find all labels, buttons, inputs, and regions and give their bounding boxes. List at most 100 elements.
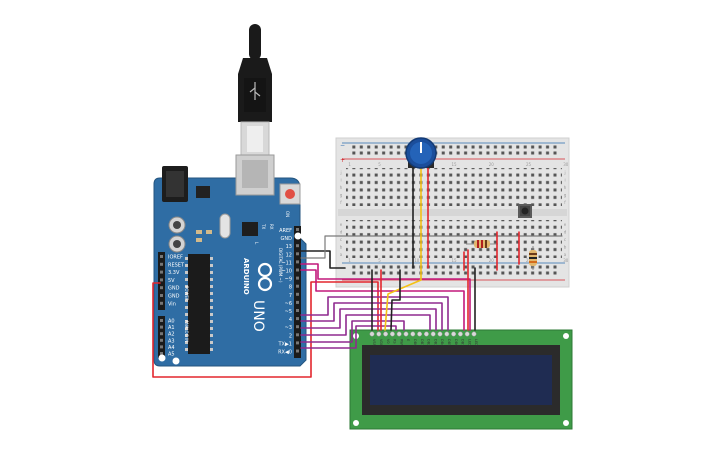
breadboard-column-label: 20 bbox=[489, 258, 495, 263]
breadboard-column-label: 1 bbox=[348, 162, 351, 167]
breadboard-row-label: i bbox=[340, 177, 341, 182]
lcd-pin[interactable] bbox=[423, 331, 429, 337]
header-pin[interactable] bbox=[296, 333, 299, 337]
lcd-pin[interactable] bbox=[369, 331, 375, 337]
lcd-pin-label: DB4 bbox=[440, 339, 444, 347]
lcd-pin[interactable] bbox=[410, 331, 416, 337]
arduino-brand: ARDUINO bbox=[242, 258, 250, 295]
header-pin[interactable] bbox=[296, 325, 299, 329]
header-pin[interactable] bbox=[160, 286, 163, 290]
digital-pin-label: 13 bbox=[286, 244, 292, 250]
breadboard-row-label: d bbox=[340, 229, 343, 234]
digital-pin-label: ~10 bbox=[281, 269, 292, 275]
header-pin[interactable] bbox=[160, 345, 163, 349]
breadboard-row-label: h bbox=[564, 185, 567, 190]
header-pin[interactable] bbox=[296, 309, 299, 312]
header-pin[interactable] bbox=[160, 278, 163, 282]
header-pin[interactable] bbox=[296, 292, 299, 296]
wire-magenta-12 bbox=[300, 263, 471, 331]
header-pin[interactable] bbox=[160, 338, 163, 342]
rx-led-label: RX bbox=[269, 224, 274, 230]
analog-pin-label: A1 bbox=[168, 325, 175, 331]
header-pin[interactable] bbox=[296, 300, 299, 304]
analog-pin-label: A4 bbox=[168, 345, 175, 351]
breadboard-row-label: a bbox=[564, 252, 567, 257]
lcd-pin[interactable] bbox=[403, 331, 409, 337]
lcd-pin[interactable] bbox=[451, 331, 457, 337]
breadboard-row-label: b bbox=[340, 244, 343, 249]
header-pin[interactable] bbox=[296, 268, 299, 272]
header-pin[interactable] bbox=[160, 332, 163, 336]
header-pin[interactable] bbox=[296, 252, 299, 256]
lcd-pin-label: VSS bbox=[372, 339, 376, 347]
header-pin[interactable] bbox=[296, 228, 299, 231]
lcd-pin-label: DB5 bbox=[447, 339, 451, 346]
lcd-pin-label: DB0 bbox=[413, 339, 417, 346]
push-button[interactable] bbox=[518, 204, 532, 218]
breadboard-row-label: e bbox=[564, 222, 567, 227]
terminal-strip-bottom bbox=[346, 220, 562, 258]
header-pin[interactable] bbox=[296, 284, 299, 288]
header-pin[interactable] bbox=[296, 317, 299, 321]
lcd-pin[interactable] bbox=[376, 331, 382, 337]
breadboard-row-label: c bbox=[564, 237, 566, 242]
lcd-pin[interactable] bbox=[457, 331, 463, 337]
lcd-pin-label: LED bbox=[467, 339, 471, 346]
digital-pin-label: 12 bbox=[286, 252, 292, 258]
lcd-pin[interactable] bbox=[437, 331, 443, 337]
header-pin[interactable] bbox=[160, 262, 163, 266]
header-pin[interactable] bbox=[160, 270, 163, 274]
crystal-oscillator bbox=[219, 213, 231, 239]
header-pin[interactable] bbox=[160, 301, 163, 305]
breadboard-column-label: 30 bbox=[563, 162, 569, 167]
rail-plus-label: + bbox=[340, 157, 345, 164]
breadboard-row-label: b bbox=[564, 244, 567, 249]
header-pin[interactable] bbox=[296, 349, 299, 353]
digital-pin-label: ~5 bbox=[285, 309, 292, 315]
breadboard-column-label: 25 bbox=[526, 162, 532, 167]
bottom-power-rail bbox=[350, 265, 558, 277]
breadboard-row-label: f bbox=[340, 200, 342, 205]
lcd-pin[interactable] bbox=[389, 331, 395, 337]
analog-pin-label: A5 bbox=[168, 352, 175, 358]
header-pin[interactable] bbox=[160, 325, 163, 329]
breadboard-row-label: e bbox=[340, 222, 343, 227]
header-pin[interactable] bbox=[160, 319, 163, 322]
lcd-pin[interactable] bbox=[383, 331, 389, 337]
potentiometer[interactable] bbox=[405, 137, 437, 169]
lcd-pin[interactable] bbox=[417, 331, 423, 337]
header-pin[interactable] bbox=[296, 244, 299, 248]
arduino-uno-board[interactable]: ARDUINO UNO DIGITAL (PWM ~) TX RX L ON P… bbox=[153, 154, 307, 367]
rail-minus-label: − bbox=[340, 142, 345, 149]
breadboard-row-label: j bbox=[563, 170, 565, 175]
analog-header-label: ANALOG IN bbox=[184, 320, 189, 342]
header-pin[interactable] bbox=[160, 294, 163, 297]
wire-red-5v bbox=[152, 281, 379, 378]
header-pin[interactable] bbox=[160, 255, 163, 258]
power-pin-label: RESET bbox=[168, 262, 185, 268]
breadboard-column-label: 20 bbox=[489, 162, 495, 167]
digital-header bbox=[294, 226, 301, 358]
lcd-pin[interactable] bbox=[471, 331, 477, 337]
breadboard-row-label: g bbox=[564, 192, 567, 197]
digital-pin-label: 8 bbox=[289, 285, 292, 291]
wires bbox=[152, 165, 563, 378]
lcd-pin[interactable] bbox=[430, 331, 436, 337]
breadboard-row-label: j bbox=[339, 170, 341, 175]
breadboard-row-label: f bbox=[564, 200, 566, 205]
breadboard-row-label: h bbox=[340, 185, 343, 190]
power-pin-label: GND bbox=[168, 286, 180, 292]
digital-pin-label: 2 bbox=[289, 333, 292, 339]
header-pin[interactable] bbox=[296, 260, 299, 264]
header-pin[interactable] bbox=[296, 341, 299, 345]
header-pin[interactable] bbox=[296, 276, 299, 280]
lcd-pin[interactable] bbox=[396, 331, 402, 337]
lcd-pin[interactable] bbox=[444, 331, 450, 337]
lcd-pin[interactable] bbox=[464, 331, 470, 337]
breadboard-column-label: 5 bbox=[378, 162, 381, 167]
digital-pin-label: ~3 bbox=[285, 325, 292, 331]
lcd-pin-label: E bbox=[406, 339, 410, 341]
header-pin[interactable] bbox=[160, 352, 163, 355]
power-pin-label: GND bbox=[168, 294, 180, 300]
